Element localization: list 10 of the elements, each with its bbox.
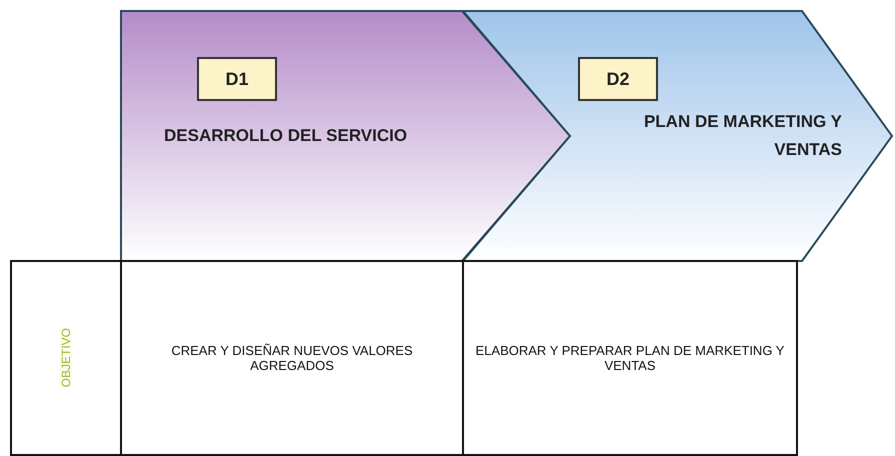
table-cell [462,260,798,456]
row-label: OBJETIVO [59,328,73,388]
cell-text: CREAR Y DISEÑAR NUEVOS VALORES AGREGADOS [170,343,414,373]
table-cell [120,260,464,456]
step-tag: D1 [197,57,277,101]
row-header-cell [10,260,122,456]
step-title: PLAN DE MARKETING Y VENTAS [642,111,842,161]
step-title: DESARROLLO DEL SERVICIO [164,125,408,147]
cell-text: ELABORAR Y PREPARAR PLAN DE MARKETING Y VENTAS [474,343,786,373]
step-tag: D2 [578,57,658,101]
